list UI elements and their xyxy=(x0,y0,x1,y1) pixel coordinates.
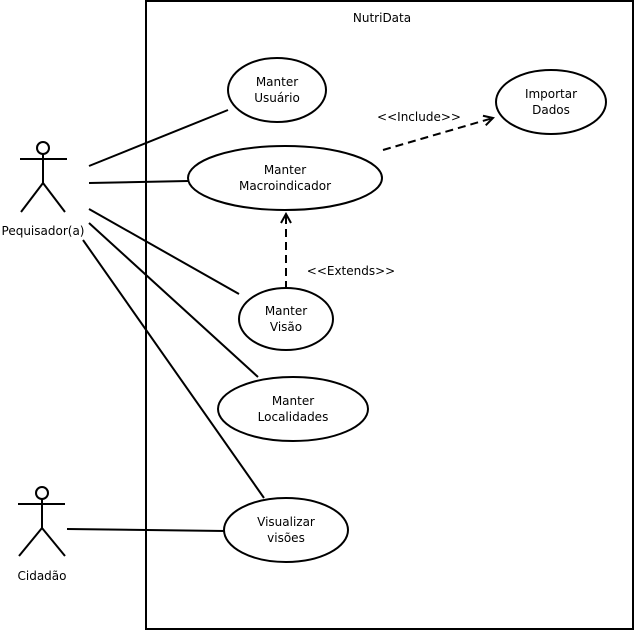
use-case-importar-dados[interactable]: Importar Dados xyxy=(495,69,607,135)
association-pesquisador-manter-usuario xyxy=(88,109,229,167)
actor-pesquisador[interactable]: Pequisador(a) xyxy=(2,141,85,238)
use-case-label-line: Manter xyxy=(264,163,306,177)
associations xyxy=(66,109,265,532)
association-pesquisador-visualizar-visoes xyxy=(82,239,265,499)
use-case-label-line: Visão xyxy=(270,320,302,334)
use-case-label-line: Dados xyxy=(532,103,570,117)
use-case-label-line: Manter xyxy=(256,75,298,89)
use-case-label-line: visões xyxy=(267,531,305,545)
actor-label: Pequisador(a) xyxy=(2,224,85,238)
use-case-visualizar-visoes[interactable]: Visualizar visões xyxy=(223,497,349,563)
association-pesquisador-manter-visao xyxy=(88,208,240,295)
stick-figure-icon xyxy=(18,486,66,557)
use-case-label-line: Manter xyxy=(265,304,307,318)
use-case-label-line: Localidades xyxy=(258,410,329,424)
use-case-label-line: Importar xyxy=(525,87,577,101)
use-case-label-line: Macroindicador xyxy=(239,179,331,193)
actor-cidadao[interactable]: Cidadão xyxy=(18,486,67,583)
system-boundary xyxy=(145,0,634,630)
association-cidadao-visualizar-visoes xyxy=(66,528,226,532)
use-case-manter-localidades[interactable]: Manter Localidades xyxy=(217,376,369,442)
use-case-label-line: Manter xyxy=(272,394,314,408)
use-case-label-line: Usuário xyxy=(254,91,300,105)
use-case-label-line: Visualizar xyxy=(257,515,315,529)
use-case-manter-visao[interactable]: Manter Visão xyxy=(238,287,334,351)
include-label: <<Include>> xyxy=(377,110,461,124)
extends-label: <<Extends>> xyxy=(307,264,395,278)
include-arrow xyxy=(382,118,493,151)
stick-figure-icon xyxy=(20,141,67,213)
use-case-manter-usuario[interactable]: Manter Usuário xyxy=(227,57,327,123)
association-pesquisador-manter-macroindicador xyxy=(88,180,189,184)
actor-label: Cidadão xyxy=(18,569,67,583)
system-name: NutriData xyxy=(353,11,411,25)
use-case-manter-macroindicador[interactable]: Manter Macroindicador xyxy=(187,145,383,211)
association-pesquisador-manter-localidades xyxy=(88,222,259,378)
